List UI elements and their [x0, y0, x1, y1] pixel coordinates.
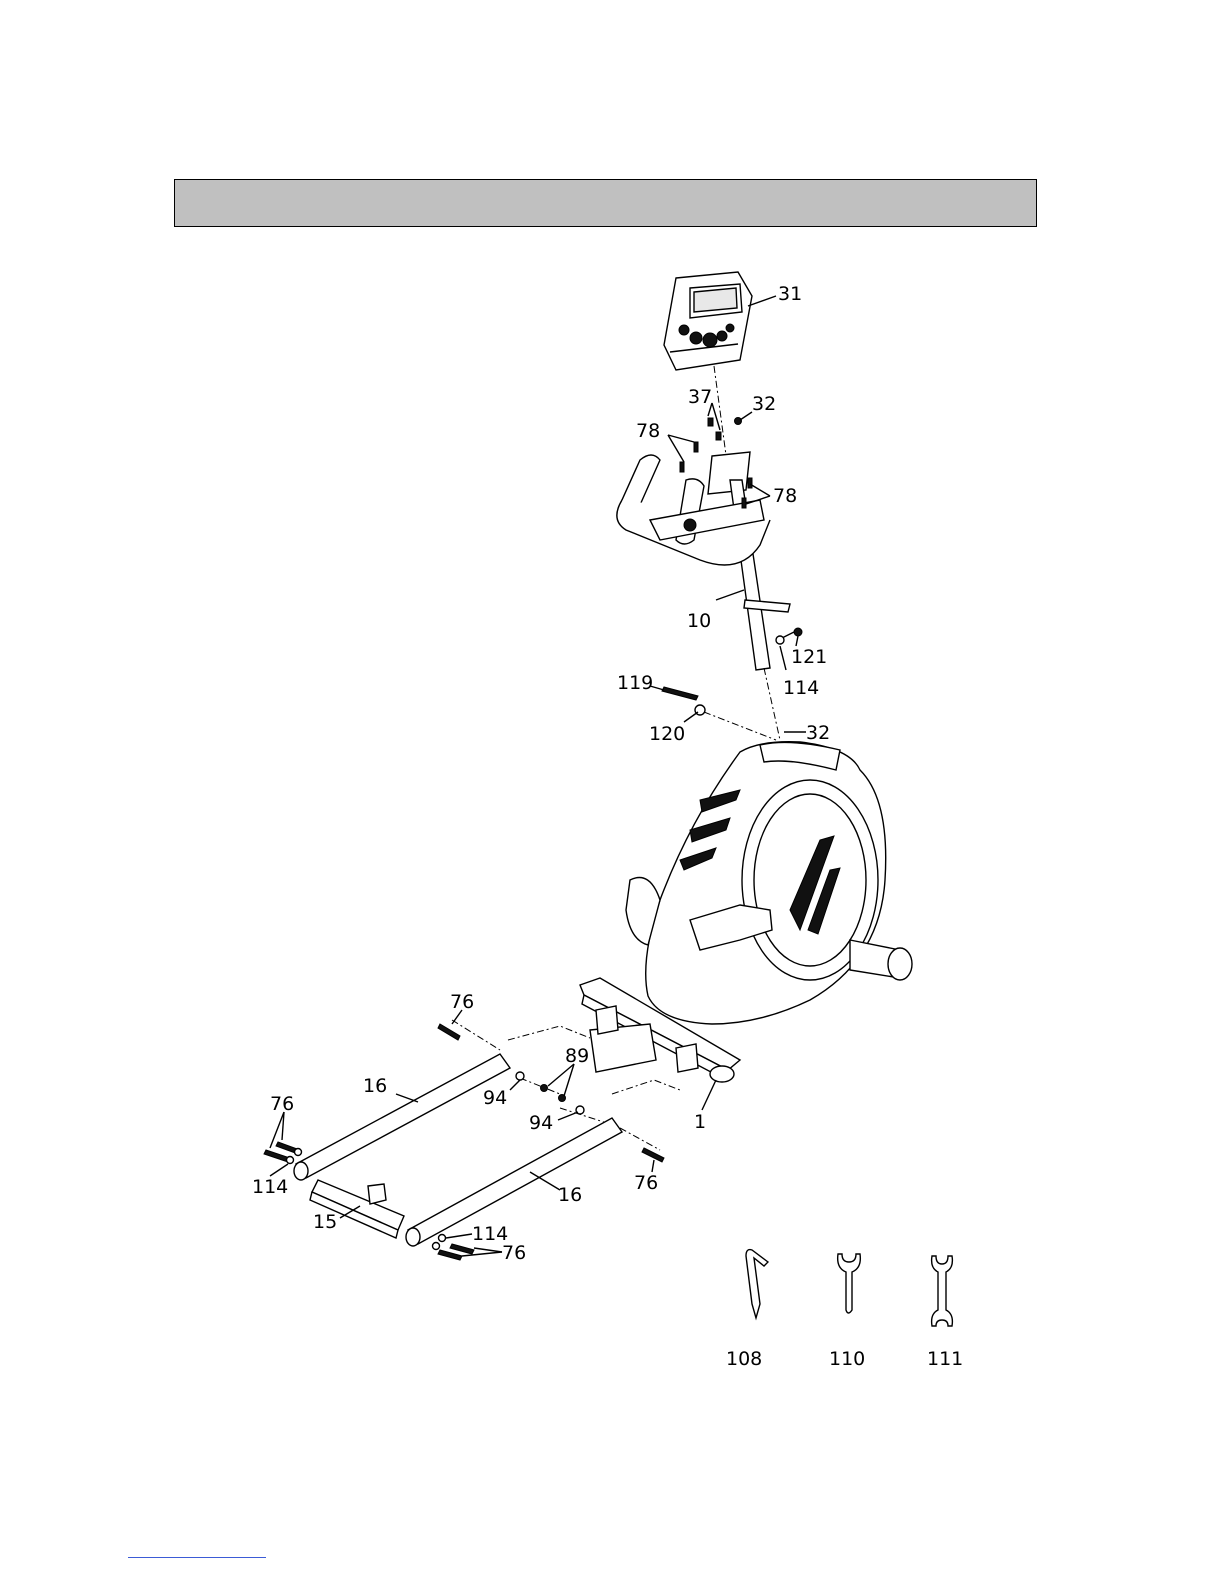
callout-76-left: 76 [270, 1093, 294, 1115]
callout-94-left: 94 [483, 1087, 507, 1109]
main-frame [626, 742, 912, 1024]
callout-37: 37 [688, 386, 712, 408]
callout-94-right: 94 [529, 1112, 553, 1134]
callout-121: 121 [791, 646, 827, 668]
callout-76-lower: 76 [502, 1242, 526, 1264]
callout-10: 10 [687, 610, 711, 632]
callout-76-top: 76 [450, 991, 474, 1013]
callout-31: 31 [778, 283, 802, 305]
callout-32-mid: 32 [806, 722, 830, 744]
tool-label-110: 110 [829, 1348, 865, 1370]
callout-120: 120 [649, 723, 685, 745]
open-wrench-icon [838, 1254, 861, 1313]
tool-label-111: 111 [927, 1348, 963, 1370]
callout-119: 119 [617, 672, 653, 694]
callout-89: 89 [565, 1045, 589, 1067]
callout-16-left: 16 [363, 1075, 387, 1097]
double-wrench-icon [932, 1256, 953, 1326]
allen-key-icon [746, 1250, 768, 1318]
tool-label-108: 108 [726, 1348, 762, 1370]
console [664, 272, 752, 370]
callout-78-left: 78 [636, 420, 660, 442]
callout-1: 1 [694, 1111, 706, 1133]
handlebar-post [617, 452, 790, 670]
callout-16-right: 16 [558, 1184, 582, 1206]
footer-rule [128, 1557, 266, 1558]
rear-tubes [294, 1054, 622, 1246]
callout-15: 15 [313, 1211, 337, 1233]
callout-114-upper: 114 [783, 677, 819, 699]
callout-76-right: 76 [634, 1172, 658, 1194]
callout-114-left: 114 [252, 1176, 288, 1198]
callout-32-top: 32 [752, 393, 776, 415]
callout-78-right: 78 [773, 485, 797, 507]
